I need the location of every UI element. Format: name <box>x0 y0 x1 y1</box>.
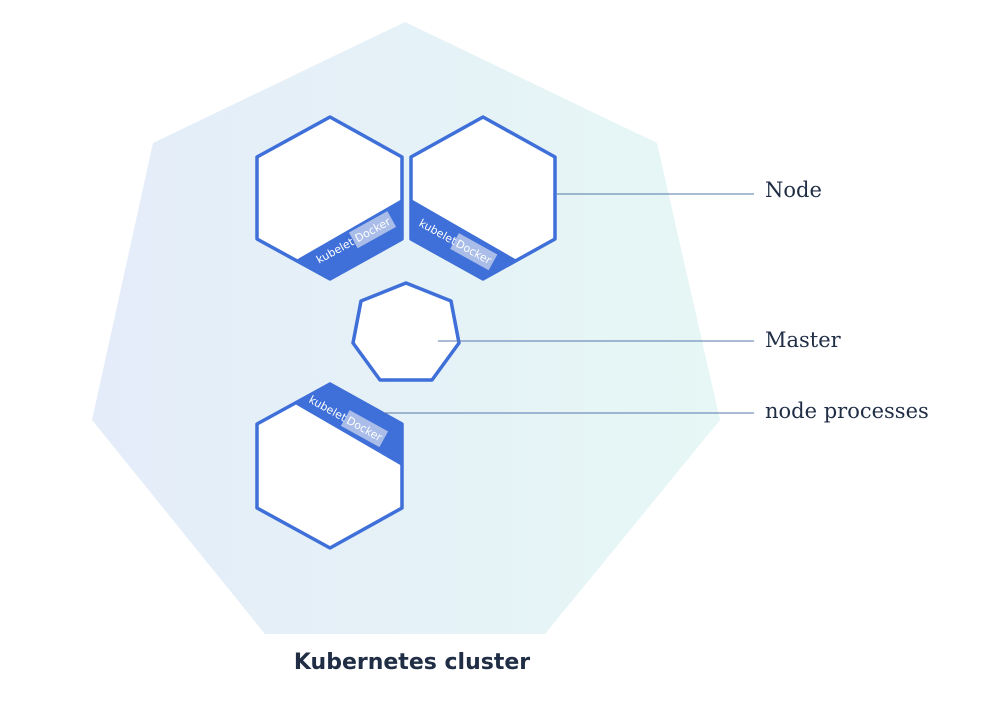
node-hexagon-3: kubelet Docker <box>255 382 404 550</box>
node-processes-callout-label: node processes <box>765 399 929 423</box>
node-hexagon-1: kubelet Docker <box>255 115 404 281</box>
docker-box-1 <box>348 211 397 249</box>
node-hexagon-2: kubelet Docker <box>409 115 557 281</box>
docker-box-2 <box>450 233 498 271</box>
docker-box-3 <box>340 410 389 448</box>
node-callout-label: Node <box>765 178 822 202</box>
diagram-title: Kubernetes cluster <box>294 650 530 675</box>
master-callout-label: Master <box>765 328 842 352</box>
master-heptagon <box>351 281 461 382</box>
